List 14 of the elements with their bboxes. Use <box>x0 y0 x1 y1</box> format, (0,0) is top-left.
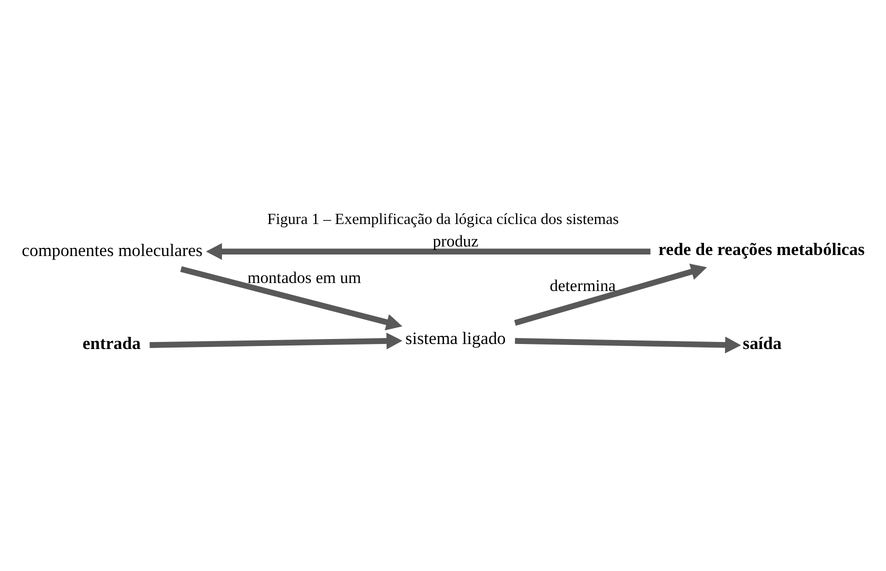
node-text: componentes moleculares <box>22 240 203 260</box>
edge-label: produz <box>432 231 479 250</box>
node-text: sistema ligado <box>405 328 506 348</box>
node-text: saída <box>742 332 782 353</box>
arrow <box>514 336 742 354</box>
arrow <box>180 266 402 330</box>
node-text: rede de reações metabólicas <box>658 238 865 259</box>
edge-label: determina <box>550 276 616 295</box>
arrow <box>150 332 402 350</box>
node-text: entrada <box>82 332 141 353</box>
diagram-title: Figura 1 – Exemplificação da lógica cíclica dos sistemas <box>267 211 619 228</box>
arrow <box>514 264 707 326</box>
edge-label: montados em um <box>247 268 362 288</box>
arrow <box>206 243 650 260</box>
